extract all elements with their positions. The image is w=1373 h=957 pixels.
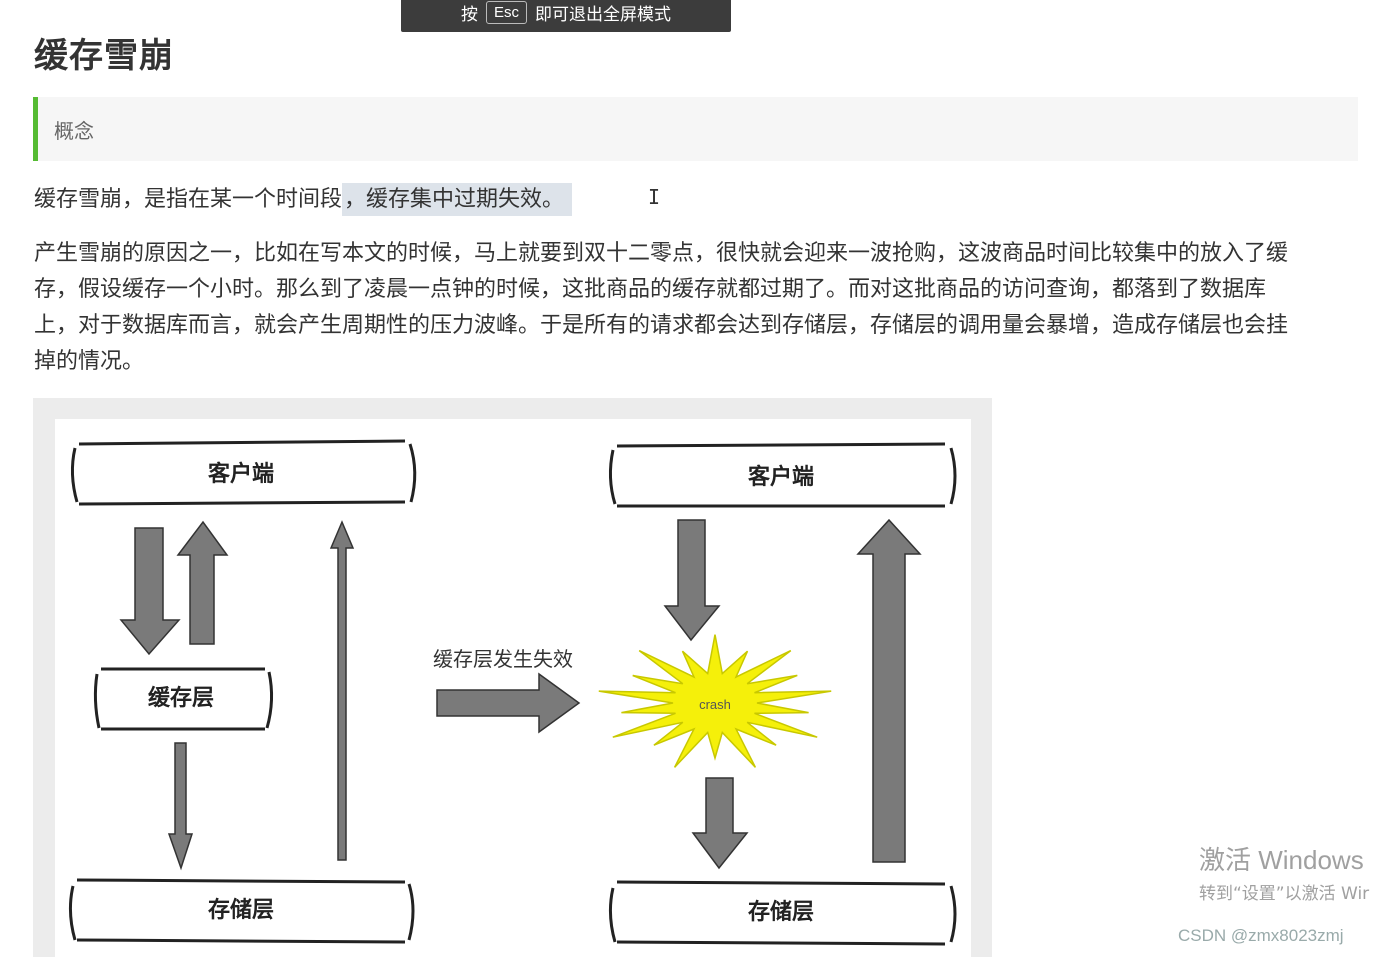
cause-line: 产生雪崩的原因之一，比如在写本文的时候，马上就要到双十二零点，很快就会迎来一波抢… xyxy=(34,236,1354,272)
fullscreen-exit-banner: 按 Esc 即可退出全屏模式 xyxy=(401,0,731,32)
cause-paragraph: 产生雪崩的原因之一，比如在写本文的时候，马上就要到双十二零点，很快就会迎来一波抢… xyxy=(34,236,1354,380)
concept-label: 概念 xyxy=(54,115,94,144)
left-storage-label: 存储层 xyxy=(208,897,274,923)
cause-line: 上，对于数据库而言，就会产生周期性的压力波峰。于是所有的请求都会达到存储层，存储… xyxy=(34,308,1354,344)
banner-prefix: 按 xyxy=(461,0,478,25)
windows-activation-watermark: 激活 Windows 转到“设置”以激活 Wir xyxy=(1199,840,1369,904)
left-cache-label: 缓存层 xyxy=(148,685,214,711)
definition-text: 缓存雪崩，是指在某一个时间段 xyxy=(34,187,342,212)
text-selection-highlight[interactable]: ，缓存集中过期失效。 xyxy=(342,183,572,216)
crash-label: crash xyxy=(699,697,731,712)
author-credit: CSDN @zmx8023zmj xyxy=(1178,926,1344,946)
cause-line: 存，假设缓存一个小时。那么到了凌晨一点钟的时候，这批商品的缓存就都过期了。而对这… xyxy=(34,272,1354,308)
text-cursor-icon: I xyxy=(648,185,660,209)
definition-paragraph[interactable]: 缓存雪崩，是指在某一个时间段，缓存集中过期失效。 xyxy=(34,182,572,218)
watermark-title: 激活 Windows xyxy=(1199,840,1369,877)
esc-key-badge: Esc xyxy=(486,1,527,24)
banner-suffix: 即可退出全屏模式 xyxy=(535,0,671,25)
transition-label: 缓存层发生失效 xyxy=(433,647,573,671)
right-storage-label: 存储层 xyxy=(748,899,814,925)
article-title: 缓存雪崩 xyxy=(34,28,174,77)
left-client-label: 客户端 xyxy=(208,461,274,487)
cache-avalanche-diagram: 客户端 缓存层 存储层 缓存层发生失效 xyxy=(33,398,992,957)
watermark-subtitle: 转到“设置”以激活 Wir xyxy=(1199,879,1369,904)
cause-line: 掉的情况。 xyxy=(34,344,1354,380)
concept-callout: 概念 xyxy=(33,97,1358,161)
right-client-label: 客户端 xyxy=(748,464,814,490)
